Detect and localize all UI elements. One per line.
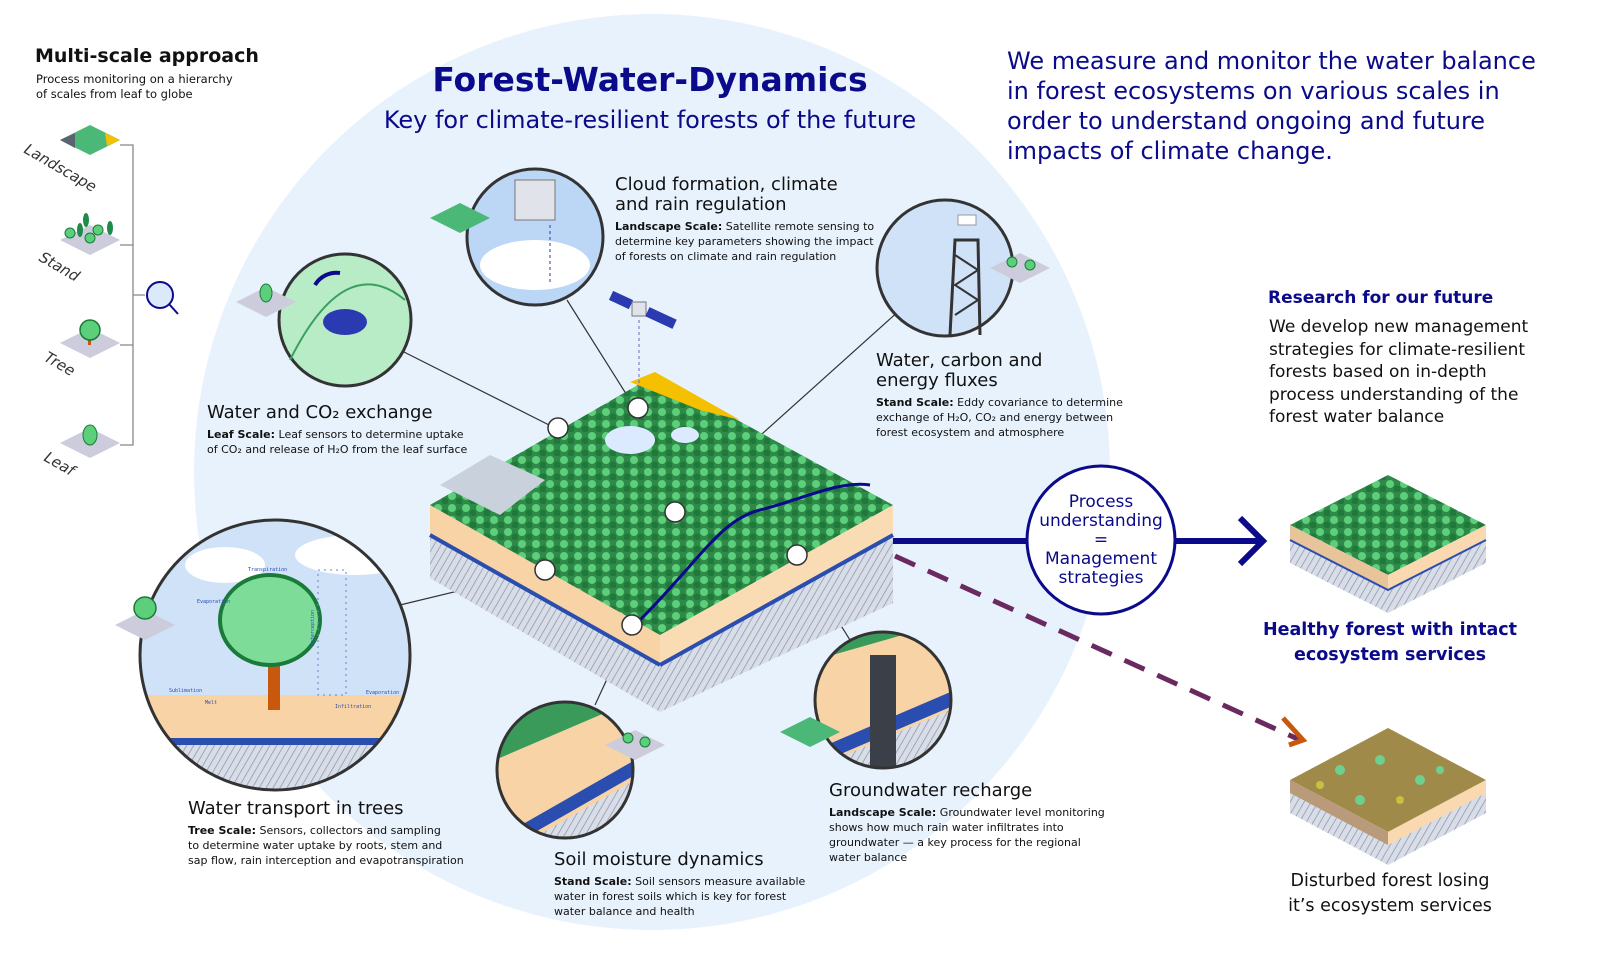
process-title: Water and CO₂ exchange [207, 402, 433, 423]
desc: water balance [829, 851, 908, 864]
arrow-head-disturbed [1281, 716, 1308, 748]
scale-tag: Landscape Scale: [829, 806, 937, 819]
label-line: ecosystem services [1293, 645, 1487, 665]
research-line: strategies for climate-resilient [1269, 339, 1526, 360]
healthy-forest-block [1289, 475, 1487, 613]
disturbed-forest-label: Disturbed forest losing it’s ecosystem se… [1250, 869, 1530, 919]
desc: shows how much rain water infiltrates in… [829, 821, 1064, 834]
desc: determine key parameters showing the imp… [615, 235, 874, 248]
desc: to determine water uptake by roots, stem… [188, 839, 443, 852]
soil-inset [495, 700, 665, 840]
disturbance-dashed-arrow [893, 553, 1302, 743]
desc: Leaf sensors to determine uptake [275, 428, 464, 441]
circle-line: strategies [1058, 568, 1144, 588]
scale-tag: Tree Scale: [188, 824, 256, 837]
desc: exchange of H₂O, CO₂ and energy between [876, 411, 1114, 424]
healthy-forest-label: Healthy forest with intact ecosystem serv… [1250, 618, 1530, 668]
label-evaporation: Evaporation [197, 599, 231, 605]
desc: forest ecosystem and atmosphere [876, 426, 1065, 439]
arrow-head-healthy [1237, 515, 1268, 567]
groundwater-inset [780, 630, 953, 770]
mission-line: order to understand ongoing and future [1007, 107, 1486, 135]
research-line: We develop new management [1269, 317, 1529, 337]
scale-tag: Landscape Scale: [615, 220, 723, 233]
desc: water in forest soils which is key for f… [554, 890, 787, 903]
process-title: Cloud formation, climate [615, 174, 838, 195]
desc: Soil sensors measure available [631, 875, 806, 888]
desc: Sensors, collectors and sampling [255, 824, 441, 837]
leaf-process: Water and CO₂ exchange Leaf Scale: Leaf … [207, 403, 467, 457]
process-title: Soil moisture dynamics [554, 849, 764, 870]
process-title: Water, carbon and [876, 350, 1043, 371]
research-line: forests based on in-depth [1269, 362, 1487, 382]
desc: water balance and health [554, 905, 695, 918]
research-line: forest water balance [1269, 407, 1445, 427]
label-interception: Interception [310, 609, 317, 647]
circle-line: Process [1068, 492, 1134, 512]
label-transpiration: Transpiration [248, 567, 288, 573]
stand-icon [60, 213, 120, 255]
label-sublimation: Sublimation [169, 688, 203, 694]
mission-line: We measure and monitor the water balance [1007, 47, 1536, 75]
desc: Groundwater level monitoring [936, 806, 1105, 819]
tree-icon [60, 319, 120, 358]
desc: groundwater — a key process for the regi… [829, 836, 1081, 849]
subtitle-line: Process monitoring on a hierarchy [36, 72, 233, 86]
desc: Eddy covariance to determine [953, 396, 1123, 409]
scale-hierarchy [120, 144, 145, 446]
page-subtitle: Key for climate-resilient forests of the… [383, 106, 917, 134]
desc: Satellite remote sensing to [722, 220, 875, 233]
circle-line: = [1093, 530, 1109, 550]
tree-inset [115, 518, 412, 792]
satellite-inset [430, 167, 605, 307]
research-line: process understanding of the [1269, 384, 1519, 405]
page-title: Forest-Water-Dynamics [432, 60, 868, 99]
process-title: and rain regulation [615, 194, 787, 215]
label-line: it’s ecosystem services [1288, 896, 1492, 916]
magnifier-icon [146, 281, 179, 315]
label-line: Disturbed forest losing [1290, 871, 1490, 891]
landscape-icon [60, 125, 120, 155]
scale-tag: Stand Scale: [554, 875, 632, 888]
process-circle [1025, 464, 1177, 616]
label-infiltration: Infiltration [335, 704, 372, 710]
soil-process: Soil moisture dynamics Stand Scale: Soil… [554, 850, 805, 919]
subtitle-line: of scales from leaf to globe [36, 87, 193, 101]
desc: of CO₂ and release of H₂O from the leaf … [207, 443, 468, 456]
process-title: Water transport in trees [188, 798, 404, 819]
circle-line: understanding [1039, 511, 1163, 531]
scale-tag: Leaf Scale: [207, 428, 276, 441]
label-evaporation-soil: Evaporation [366, 690, 400, 696]
scale-tag: Stand Scale: [876, 396, 954, 409]
tree-process: Water transport in trees Tree Scale: Sen… [188, 799, 464, 868]
multiscale-title: Multi-scale approach [35, 45, 259, 67]
process-title: energy fluxes [876, 370, 998, 391]
landscape-block [429, 372, 894, 712]
leaf-icon [60, 424, 120, 458]
label-melt: Melt [205, 700, 218, 706]
research-title: Research for our future [1268, 288, 1494, 308]
desc: sap flow, rain interception and evapotra… [188, 854, 464, 867]
circle-line: Management [1045, 549, 1157, 569]
desc: of forests on climate and rain regulatio… [615, 250, 837, 263]
leaf-inset [236, 252, 413, 388]
mission-line: in forest ecosystems on various scales i… [1007, 77, 1500, 105]
tower-inset [875, 198, 1050, 338]
groundwater-process: Groundwater recharge Landscape Scale: Gr… [829, 781, 1105, 865]
disturbed-forest-block [1290, 728, 1486, 865]
satellite-icon [608, 290, 677, 390]
label-line: Healthy forest with intact [1262, 620, 1518, 640]
process-title: Groundwater recharge [829, 780, 1033, 801]
mission-statement: We measure and monitor the water balance… [1007, 46, 1536, 166]
mission-line: impacts of climate change. [1007, 137, 1333, 165]
